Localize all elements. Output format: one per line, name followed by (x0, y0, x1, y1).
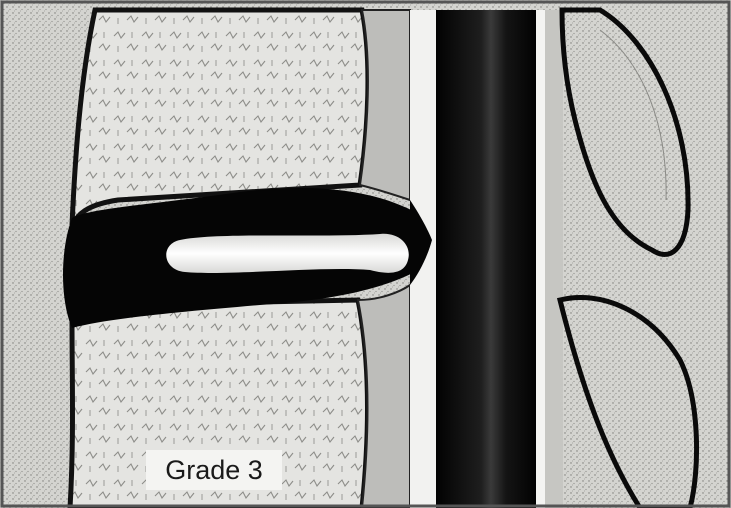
grade-label: Grade 3 (146, 450, 282, 490)
nucleus-pulposus (166, 234, 408, 273)
dura-line (536, 10, 545, 508)
ligamentum-flavum (545, 10, 563, 508)
spinal-cord (436, 10, 536, 508)
posterior-ligament-upper (360, 10, 410, 200)
